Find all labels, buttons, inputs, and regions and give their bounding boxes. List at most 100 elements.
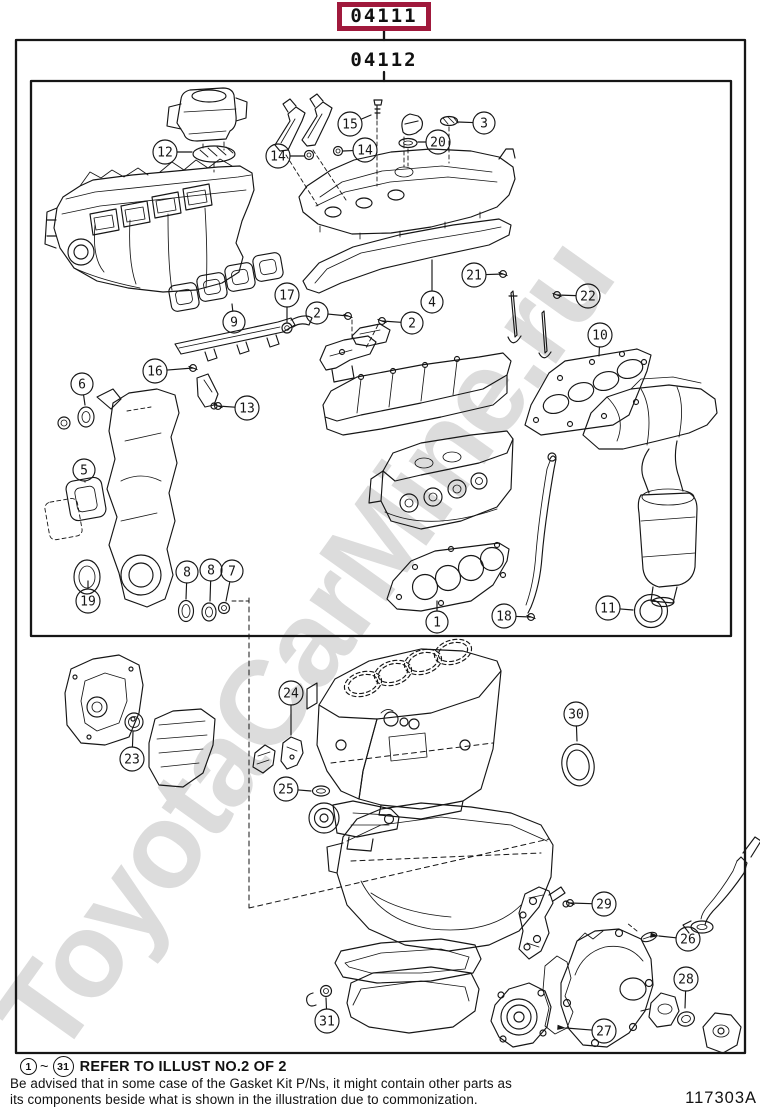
callout-1: 1 xyxy=(425,600,449,634)
callout-16: 16 xyxy=(142,358,198,384)
svg-text:2: 2 xyxy=(313,307,321,322)
intake-manifold xyxy=(44,158,255,293)
water-pump xyxy=(490,955,574,1048)
timing-gear-case xyxy=(560,928,654,1048)
svg-text:30: 30 xyxy=(568,708,584,723)
svg-text:8: 8 xyxy=(183,566,191,581)
callout-12: 12 xyxy=(152,139,193,165)
gasket-5 xyxy=(65,476,107,522)
callout-26: 26 xyxy=(650,926,701,952)
camshaft-bearing-brackets xyxy=(319,319,391,383)
callout-6: 6 xyxy=(70,372,94,406)
o-ring-28-target xyxy=(677,1011,695,1027)
engine-valves xyxy=(507,290,552,359)
o-rings-8-8-7 xyxy=(177,599,250,623)
callout-2: 2 xyxy=(377,311,424,335)
callout-20: 20 xyxy=(417,129,451,155)
svg-text:14: 14 xyxy=(270,150,286,165)
svg-text:14: 14 xyxy=(357,144,373,159)
callout-14: 14 xyxy=(265,143,305,169)
svg-text:6: 6 xyxy=(78,378,86,393)
chain-tensioner-gasket-29 xyxy=(518,886,570,960)
seal-washer-3 xyxy=(439,115,459,127)
svg-text:15: 15 xyxy=(342,118,358,133)
callout-27: 27 xyxy=(557,1018,617,1044)
svg-text:12: 12 xyxy=(157,146,173,161)
advisory-note-line2: its components beside what is shown in t… xyxy=(10,1091,478,1107)
svg-text:26: 26 xyxy=(680,933,696,948)
spark-tube-gasket-14-left xyxy=(303,149,315,161)
lower-oil-pan xyxy=(306,966,480,1034)
oil-level-dipstick xyxy=(525,452,557,614)
callout-21: 21 xyxy=(461,262,508,288)
callout-8: 8 xyxy=(175,560,199,600)
seal-23-target xyxy=(124,712,144,732)
svg-text:28: 28 xyxy=(678,973,694,988)
advisory-note: Be advised that in some case of the Gask… xyxy=(10,1076,630,1107)
oil-strainer-pipe xyxy=(682,836,760,934)
callout-range-start-badge: 1 xyxy=(20,1058,37,1075)
part-number-highlight-box[interactable]: 04111 xyxy=(337,2,431,31)
callout-10: 10 xyxy=(587,322,613,357)
callout-15: 15 xyxy=(337,111,372,137)
refer-note-line: 1 ~ 31 REFER TO ILLUST NO.2 OF 2 xyxy=(20,1056,287,1077)
svg-text:16: 16 xyxy=(147,365,163,380)
callout-3: 3 xyxy=(457,111,496,135)
diagram-code: 117303A xyxy=(685,1089,757,1107)
exhaust-manifold-gasket xyxy=(524,348,652,436)
gasket-26-target xyxy=(640,931,658,943)
bolt-15 xyxy=(373,99,383,120)
callout-range-end-badge: 31 xyxy=(52,1056,74,1077)
head-cover-gasket xyxy=(302,218,512,294)
callout-14: 14 xyxy=(342,137,378,163)
callout-4: 4 xyxy=(420,259,444,314)
part-number-highlighted: 04111 xyxy=(350,5,418,27)
seal-19 xyxy=(73,559,101,595)
svg-text:8: 8 xyxy=(207,564,215,579)
svg-text:9: 9 xyxy=(230,316,238,331)
callout-18: 18 xyxy=(491,603,536,629)
inner-frame xyxy=(29,79,733,638)
exhaust-manifold-converter xyxy=(582,376,718,608)
bracket-24-target xyxy=(280,736,304,770)
svg-text:21: 21 xyxy=(466,269,482,284)
small-seals-left xyxy=(44,406,107,595)
svg-text:5: 5 xyxy=(80,464,88,479)
cylinder-head-cover xyxy=(298,113,516,240)
svg-text:29: 29 xyxy=(596,898,612,913)
timing-chain-cover xyxy=(96,388,180,608)
callout-31: 31 xyxy=(314,997,340,1034)
o-ring-17-target xyxy=(281,322,293,334)
engine-block xyxy=(306,638,502,820)
callout-2: 2 xyxy=(305,301,353,325)
callout-24: 24 xyxy=(278,680,304,736)
head-side-cover-plates xyxy=(64,654,216,788)
range-tilde: ~ xyxy=(40,1058,49,1075)
callout-28: 28 xyxy=(673,966,699,1009)
throttle-body xyxy=(166,87,248,152)
refer-text: REFER TO ILLUST NO.2 OF 2 xyxy=(79,1058,287,1075)
svg-text:2: 2 xyxy=(408,317,416,332)
cap-gasket-20 xyxy=(398,137,418,149)
svg-text:22: 22 xyxy=(580,290,596,305)
oil-pump-parts xyxy=(252,736,400,852)
callout-11: 11 xyxy=(595,595,634,621)
svg-text:17: 17 xyxy=(279,289,295,304)
throttle-body-gasket xyxy=(192,145,236,173)
callout-30: 30 xyxy=(563,701,589,742)
svg-text:3: 3 xyxy=(480,117,488,132)
thermostat-housing xyxy=(702,1012,742,1054)
svg-text:11: 11 xyxy=(600,602,616,617)
callout-17: 17 xyxy=(274,282,300,323)
advisory-note-line1: Be advised that in some case of the Gask… xyxy=(10,1076,512,1091)
oil-filler-cap xyxy=(401,113,424,136)
ignition-coils xyxy=(274,93,383,207)
callout-8: 8 xyxy=(199,558,223,602)
svg-text:25: 25 xyxy=(278,783,294,798)
cylinder-head xyxy=(368,430,514,530)
svg-text:10: 10 xyxy=(592,329,608,344)
callout-22: 22 xyxy=(552,283,601,309)
